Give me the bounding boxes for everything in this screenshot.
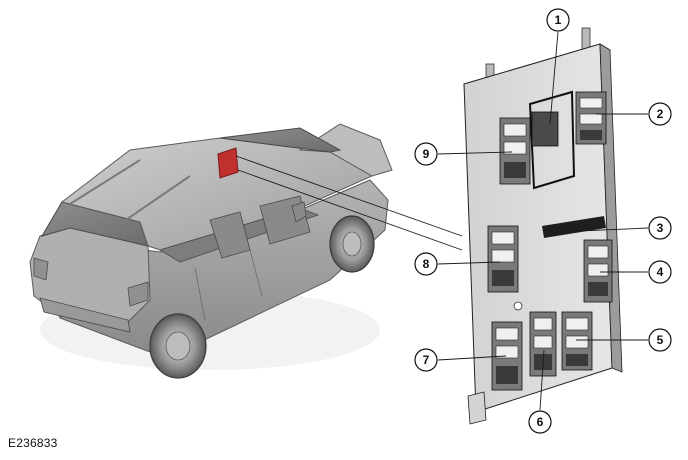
callout-4-label: 4: [657, 265, 664, 279]
figure-id: E236833: [8, 436, 58, 450]
callout-4: 4: [648, 260, 672, 284]
vehicle-illustration: [29, 123, 393, 379]
callout-9-label: 9: [423, 147, 430, 161]
callout-3: 3: [648, 216, 672, 240]
callout-3-label: 3: [657, 221, 664, 235]
callout-1: 1: [546, 8, 570, 32]
module-location-highlight: [217, 147, 239, 179]
location-leader-lines: [235, 155, 463, 251]
callout-8-label: 8: [423, 257, 430, 271]
body-control-module: [463, 27, 623, 425]
callout-5: 5: [648, 328, 672, 352]
callout-6-label: 6: [537, 415, 544, 429]
callout-2: 2: [648, 102, 672, 126]
callout-7-label: 7: [423, 353, 430, 367]
callout-6: 6: [528, 410, 552, 434]
callout-2-label: 2: [657, 107, 664, 121]
callout-5-label: 5: [657, 333, 664, 347]
callout-1-label: 1: [555, 13, 562, 27]
callout-7: 7: [414, 348, 438, 372]
callout-leader-lines: [437, 31, 649, 411]
callout-9: 9: [414, 142, 438, 166]
callout-8: 8: [414, 252, 438, 276]
